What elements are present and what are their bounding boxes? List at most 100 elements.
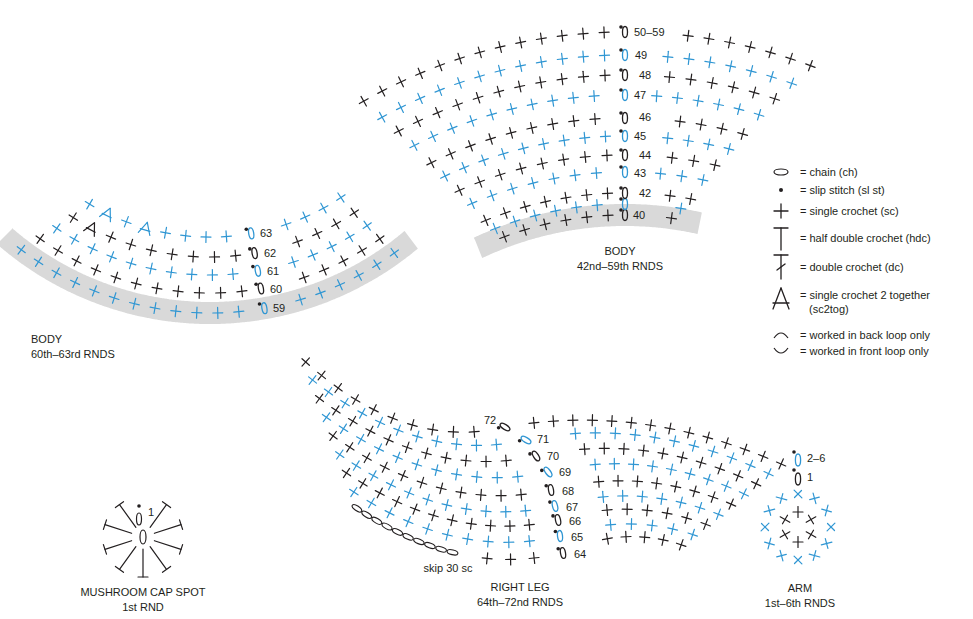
round-start-chain	[531, 450, 541, 462]
round-number: 44	[638, 149, 652, 162]
single-crochet-symbol	[684, 58, 694, 59]
single-crochet-symbol	[394, 129, 403, 134]
chain-symbol	[413, 537, 425, 546]
round-start-chain	[623, 199, 628, 210]
single-crochet-symbol	[476, 494, 486, 496]
round-start-chain	[560, 547, 567, 559]
chart-title: BODY	[30, 333, 63, 346]
dc-symbol	[774, 254, 788, 255]
chain-symbol	[447, 549, 459, 556]
single-crochet-symbol	[146, 268, 156, 270]
single-crochet-symbol	[515, 86, 525, 88]
single-crochet-symbol	[319, 206, 328, 211]
single-crochet-symbol	[131, 282, 141, 285]
single-crochet-symbol	[410, 507, 419, 511]
round-number: 68	[561, 485, 575, 498]
round-start-chain	[257, 283, 264, 295]
round-start-chain	[543, 466, 554, 478]
single-crochet-symbol	[339, 259, 348, 264]
single-crochet-symbol	[390, 250, 398, 256]
single-crochet-symbol	[640, 536, 650, 538]
chart-subtitle: 1st RND	[121, 601, 165, 614]
single-crochet-symbol	[481, 461, 491, 462]
round-number: 49	[634, 49, 648, 62]
single-crochet-symbol	[677, 543, 686, 546]
single-crochet-symbol	[827, 523, 835, 531]
chart-title: RIGHT LEG	[489, 581, 550, 594]
single-crochet-symbol	[475, 51, 485, 54]
single-crochet-symbol	[391, 249, 397, 258]
single-crochet-symbol	[350, 210, 358, 216]
single-crochet-symbol	[738, 133, 748, 136]
single-crochet-symbol	[313, 232, 322, 236]
single-crochet-symbol	[724, 148, 734, 151]
chart-title: BODY	[603, 245, 636, 258]
single-crochet-symbol	[54, 248, 63, 253]
single-crochet-symbol	[609, 463, 619, 464]
single-crochet-symbol	[569, 120, 579, 121]
legend-text: = worked in front loop only	[800, 344, 965, 358]
round-number: 50–59	[633, 26, 666, 39]
single-crochet-symbol	[613, 480, 623, 481]
round-start-chain	[551, 500, 559, 512]
single-crochet-symbol	[648, 466, 658, 467]
single-crochet-symbol	[746, 464, 755, 468]
single-crochet-symbol	[728, 86, 738, 88]
single-crochet-symbol	[707, 82, 717, 84]
single-crochet-symbol	[423, 527, 432, 530]
single-crochet-symbol	[90, 289, 99, 293]
single-crochet-symbol	[461, 508, 471, 510]
single-crochet-symbol	[475, 75, 485, 78]
single-crochet-symbol	[299, 276, 309, 279]
single-crochet-symbol	[429, 134, 438, 138]
single-crochet-symbol	[670, 440, 680, 442]
single-crochet-symbol	[698, 179, 708, 181]
single-crochet-symbol	[686, 79, 696, 80]
single-crochet-symbol	[187, 274, 197, 276]
slip-stitch-dot	[528, 452, 532, 456]
single-crochet-symbol	[677, 175, 687, 177]
single-crochet-symbol	[496, 173, 506, 176]
single-crochet-symbol	[342, 470, 350, 476]
single-crochet-symbol	[495, 46, 505, 48]
single-crochet-symbol	[52, 270, 61, 275]
single-crochet-symbol	[106, 235, 115, 239]
single-crochet-symbol	[619, 448, 629, 450]
single-crochet-symbol	[665, 76, 675, 78]
single-crochet-symbol	[540, 223, 550, 225]
single-crochet-symbol	[766, 51, 776, 54]
single-crochet-symbol	[494, 90, 504, 93]
round-start-chain	[623, 113, 628, 124]
single-crochet-symbol	[107, 255, 116, 259]
round-start-chain	[254, 265, 261, 277]
single-crochet-symbol	[647, 525, 657, 526]
single-crochet-symbol	[549, 178, 559, 180]
single-crochet-symbol	[501, 211, 511, 214]
round-number: 72	[483, 414, 497, 427]
single-crochet-symbol	[316, 396, 324, 402]
single-crochet-symbol	[658, 539, 668, 541]
single-crochet-symbol	[580, 137, 590, 138]
single-crochet-symbol	[505, 525, 515, 526]
single-crochet-symbol	[714, 104, 724, 106]
single-crochet-symbol	[602, 155, 612, 157]
single-crochet-symbol	[194, 292, 204, 294]
single-crochet-symbol	[607, 420, 617, 422]
single-crochet-symbol	[376, 236, 384, 242]
single-crochet-symbol	[714, 513, 723, 517]
round-number: 46	[638, 111, 652, 124]
slip-stitch-dot	[254, 283, 258, 287]
single-crochet-symbol	[404, 520, 413, 524]
single-crochet-symbol	[793, 511, 803, 512]
sc2tog-symbol	[140, 229, 150, 232]
single-crochet-symbol	[69, 215, 77, 220]
slip-stitch-dot	[619, 25, 623, 29]
single-crochet-symbol	[603, 215, 613, 217]
single-crochet-symbol	[793, 541, 803, 542]
single-crochet-symbol	[393, 455, 402, 459]
single-crochet-symbol	[453, 103, 462, 107]
round-start-chain	[795, 454, 800, 466]
single-crochet-symbol	[499, 152, 509, 155]
single-crochet-symbol	[516, 167, 526, 170]
single-crochet-symbol	[516, 41, 526, 43]
